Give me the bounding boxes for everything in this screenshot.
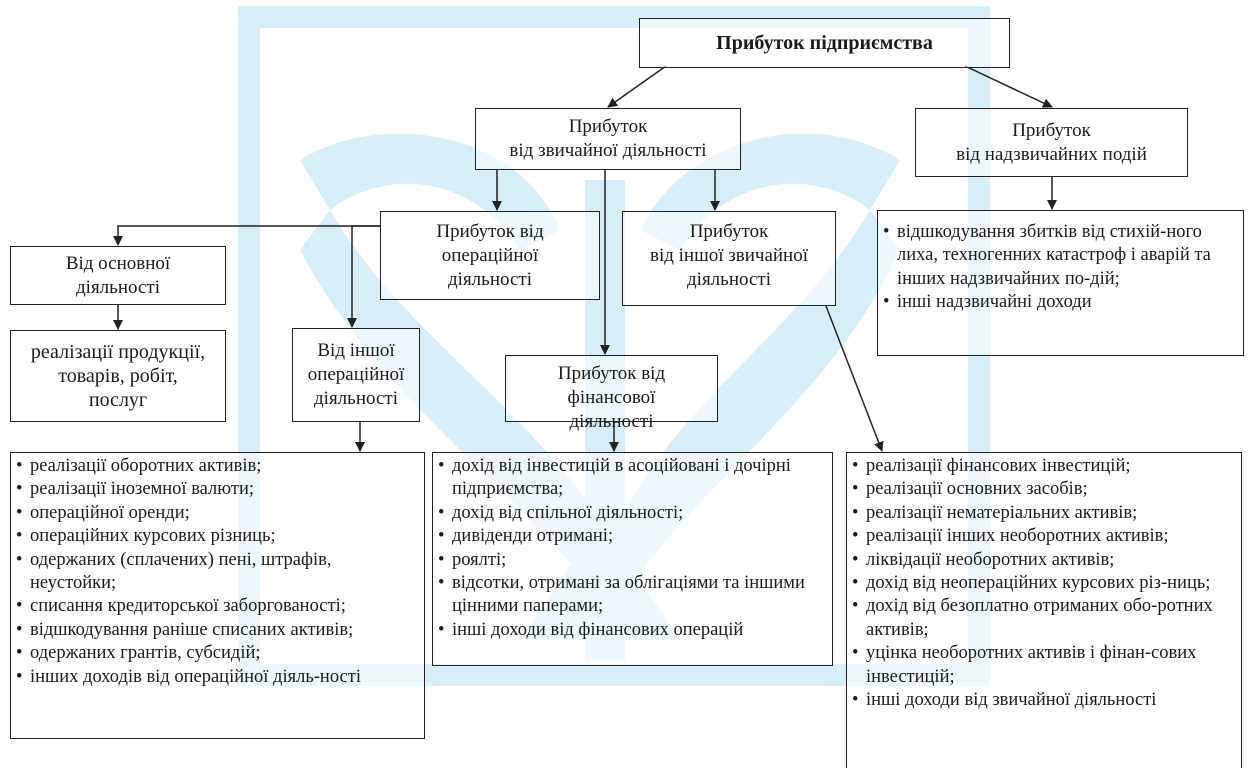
- node-financial-profit: Прибуток від фінансової діяльності: [505, 355, 718, 432]
- list-item: інші надзвичайні доходи: [883, 291, 1237, 315]
- label-line: діяльності: [448, 268, 532, 290]
- list-item: інші доходи від звичайної діяльності: [852, 689, 1235, 713]
- list-item: відсотки, отримані за облігаціями та інш…: [438, 572, 826, 619]
- label-line: від іншої звичайної: [649, 245, 809, 266]
- label-line: Прибуток: [1012, 119, 1091, 141]
- list-extraordinary-income: відшкодування збитків від стихій-ного ли…: [877, 210, 1244, 356]
- label-line: Прибуток: [689, 221, 769, 242]
- list-item: операційної оренди;: [16, 502, 418, 526]
- list-item: дохід від інвестицій в асоційовані і доч…: [438, 455, 826, 502]
- label-line: від звичайної діяльності: [509, 140, 707, 161]
- list-item: реалізації оборотних активів;: [16, 455, 418, 479]
- label-line: Від основної: [65, 252, 171, 274]
- list-item: відшкодування збитків від стихій-ного ли…: [883, 221, 1237, 291]
- label-line: послуг: [88, 389, 148, 411]
- node-other-operating: Від іншої операційної діяльності: [292, 328, 420, 422]
- label-line: реалізації продукції,: [30, 341, 206, 363]
- node-ordinary-activity-profit: Прибуток від звичайної діяльності: [475, 108, 741, 170]
- list-item: відшкодування раніше списаних активів;: [16, 619, 418, 643]
- list-item: операційних курсових різниць;: [16, 525, 418, 549]
- list-other-ordinary-income: реалізації фінансових інвестицій; реаліз…: [846, 452, 1242, 768]
- list-item: реалізації іноземної валюти;: [16, 478, 418, 502]
- list-item: дохід від безоплатно отриманих обо-ротни…: [852, 595, 1235, 642]
- label-line: діяльності: [76, 276, 160, 298]
- list-item: реалізації фінансових інвестицій;: [852, 455, 1235, 479]
- list-item: дохід від неопераційних курсових різ-ниц…: [852, 572, 1235, 596]
- label-line: від надзвичайних подій: [956, 143, 1147, 165]
- list-item: інші доходи від фінансових операцій: [438, 619, 826, 643]
- list-item: одержаних грантів, субсидій;: [16, 642, 418, 666]
- label-line: діяльності: [687, 269, 771, 290]
- label-line: Прибуток від: [436, 220, 544, 242]
- list-item: дивіденди отримані;: [438, 525, 826, 549]
- node-operating-profit: Прибуток від операційної діяльності: [380, 211, 600, 300]
- label-line: діяльності: [314, 388, 398, 409]
- node-enterprise-profit-label: Прибуток підприємства: [716, 32, 933, 54]
- label-line: Прибуток від: [557, 363, 666, 384]
- list-item: ліквідації необоротних активів;: [852, 549, 1235, 573]
- list-item: дохід від спільної діяльності;: [438, 502, 826, 526]
- list-item: роялті;: [438, 549, 826, 573]
- list-item: одержаних (сплачених) пені, штрафів, неу…: [16, 549, 418, 596]
- list-item: реалізації нематеріальних активів;: [852, 502, 1235, 526]
- label-line: Прибуток: [568, 116, 648, 137]
- list-item: уцінка необоротних активів і фінан-сових…: [852, 642, 1235, 689]
- node-sales: реалізації продукції, товарів, робіт, по…: [10, 330, 226, 422]
- label-line: Від іншої: [317, 340, 395, 361]
- node-other-ordinary-profit: Прибуток від іншої звичайної діяльності: [622, 211, 836, 306]
- list-item: реалізації основних засобів;: [852, 478, 1235, 502]
- label-line: операційної: [307, 364, 405, 385]
- label-line: фінансової: [567, 387, 656, 408]
- list-item: списання кредиторської заборгованості;: [16, 595, 418, 619]
- list-item: реалізації інших необоротних активів;: [852, 525, 1235, 549]
- node-extraordinary-profit: Прибуток від надзвичайних подій: [915, 108, 1188, 177]
- node-enterprise-profit: Прибуток підприємства: [639, 18, 1010, 68]
- list-other-operating-income: реалізації оборотних активів; реалізації…: [10, 452, 425, 739]
- label-line: діяльності: [569, 411, 654, 432]
- node-main-activity: Від основної діяльності: [10, 246, 226, 305]
- label-line: операційної: [441, 244, 539, 266]
- label-line: товарів, робіт,: [58, 365, 178, 387]
- list-financial-income: дохід від інвестицій в асоційовані і доч…: [432, 452, 833, 666]
- list-item: інших доходів від операційної діяль-ност…: [16, 666, 418, 690]
